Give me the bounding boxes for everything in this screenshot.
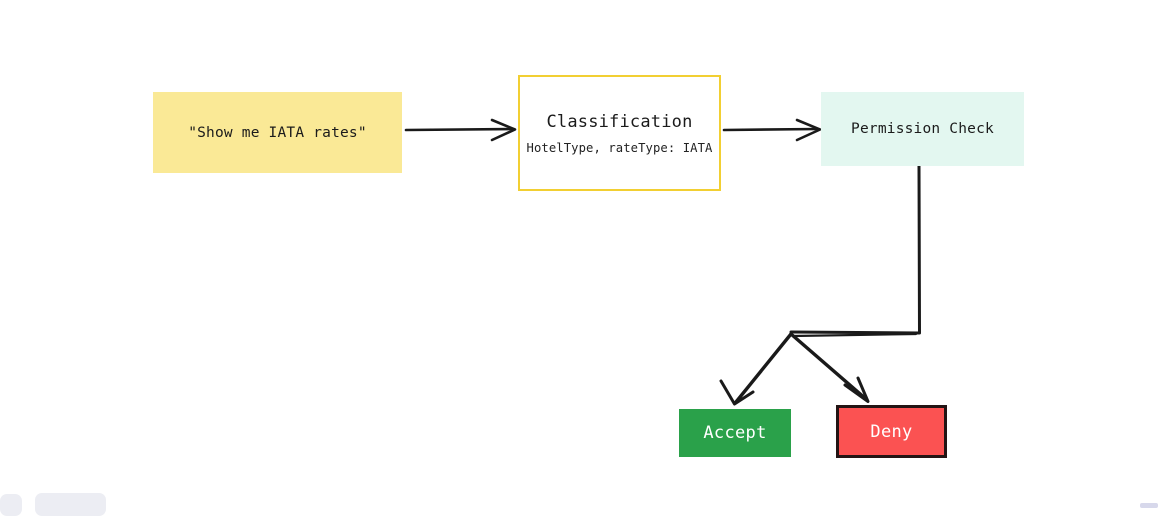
- node-accept[interactable]: Accept: [679, 409, 791, 457]
- classification-title: Classification: [546, 111, 693, 132]
- deny-label: Deny: [870, 421, 913, 442]
- permission-check-label: Permission Check: [851, 121, 994, 137]
- user-utterance-label: "Show me IATA rates": [188, 124, 367, 141]
- node-user-utterance[interactable]: "Show me IATA rates": [153, 92, 402, 173]
- node-deny[interactable]: Deny: [836, 405, 947, 458]
- edge-branch-to-accept: [719, 332, 793, 406]
- bottom-right-mark: [1140, 503, 1158, 508]
- edge-permission-elbow: [789, 164, 921, 338]
- accept-label: Accept: [703, 423, 767, 443]
- toolbar-pill-wide[interactable]: [35, 493, 106, 516]
- node-classification[interactable]: Classification HotelType, rateType: IATA: [518, 75, 721, 191]
- classification-subtitle: HotelType, rateType: IATA: [526, 140, 713, 155]
- node-permission-check[interactable]: Permission Check: [821, 92, 1024, 166]
- edge-classification-to-permission: [722, 118, 822, 142]
- edge-branch-to-deny: [789, 332, 870, 403]
- toolbar-pill-small[interactable]: [0, 494, 22, 516]
- edge-utterance-to-classification: [404, 118, 517, 142]
